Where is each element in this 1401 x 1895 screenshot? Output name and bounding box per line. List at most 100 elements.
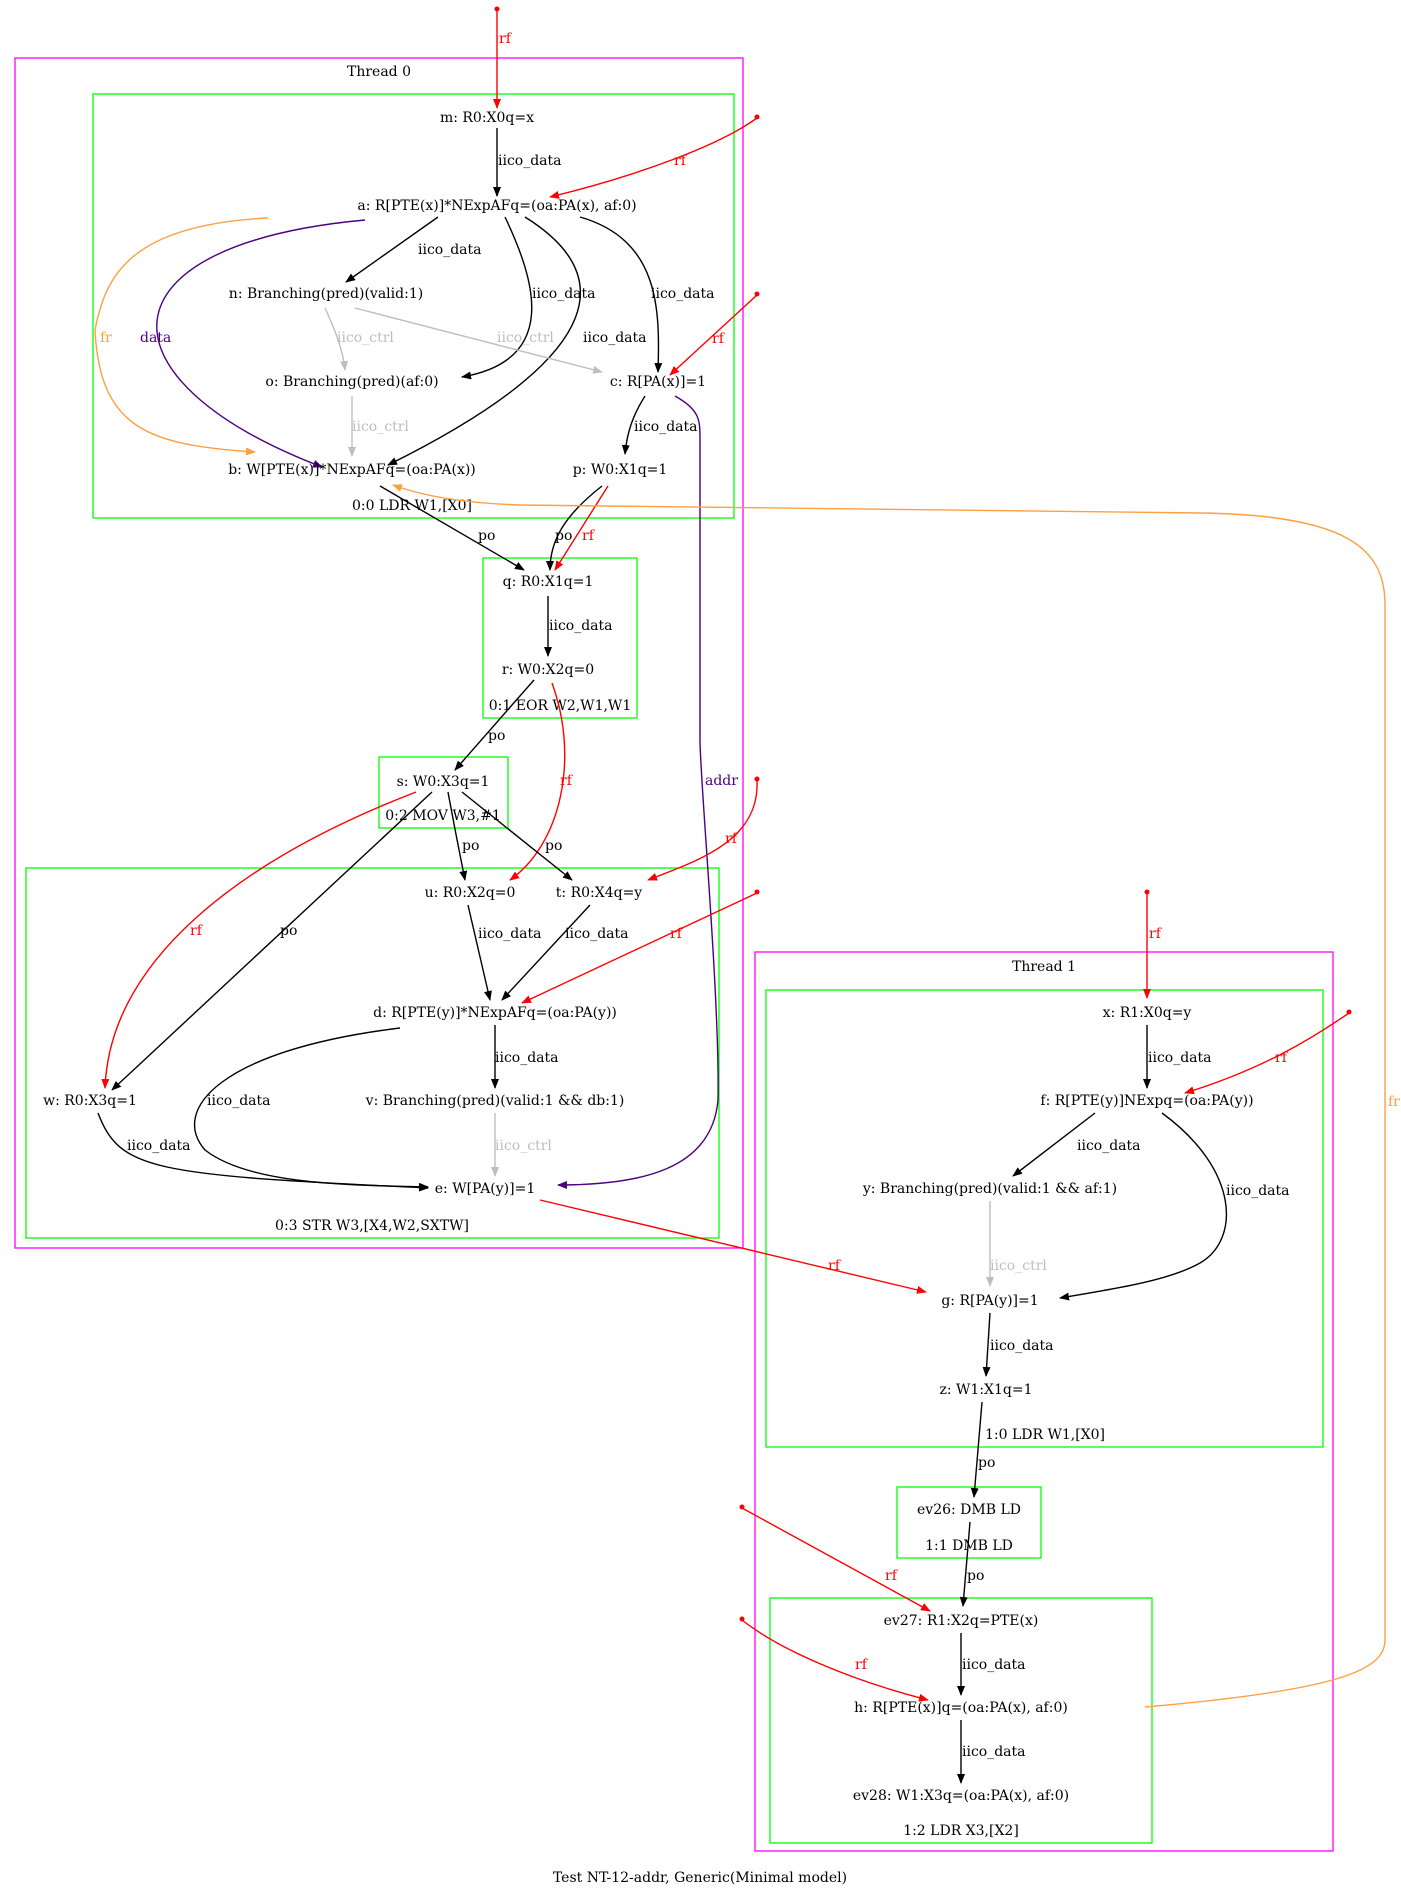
edge-label-iico-data: iico_data [478, 926, 542, 942]
edge-label-rf: rf [582, 528, 596, 544]
edge-label-rf: rf [828, 1258, 842, 1274]
event-node-ev26: ev26: DMB LD [917, 1502, 1021, 1518]
edge-label-iico-data: iico_data [634, 419, 698, 435]
event-node-x: x: R1:X0q=y [1103, 1005, 1192, 1021]
edge-iico-ctrl-n-c [354, 307, 603, 374]
edge-iico-data-u-d [467, 904, 492, 1001]
edge-rf-p-q [554, 485, 609, 571]
edge-label-po: po [488, 728, 505, 744]
edge-label-iico-data: iico_data [498, 153, 562, 169]
edge-addr-c-e [557, 395, 719, 1189]
edge-label-po: po [280, 923, 297, 939]
thread-0-label: Thread 0 [347, 64, 411, 80]
initial-write-dot [739, 1504, 745, 1510]
edge-label-iico-data: iico_data [532, 286, 596, 302]
edge-po-s-u [447, 791, 468, 881]
edge-label-iico-data: iico_data [418, 242, 482, 258]
edge-iico-data-a-o [461, 216, 533, 380]
edge-label-po: po [555, 528, 572, 544]
edge-label-rf: rf [560, 773, 574, 789]
edge-rf-s-w [101, 791, 417, 1089]
edge-rf-init-ev27 [741, 1507, 931, 1612]
event-node-w: w: R0:X3q=1 [43, 1093, 137, 1109]
edge-data-a-b [156, 219, 366, 468]
edge-label-iico-data: iico_data [990, 1338, 1054, 1354]
edge-label-iico-ctrl: iico_ctrl [352, 419, 409, 435]
edge-iico-data-a-n [345, 216, 439, 283]
event-node-c: c: R[PA(x)]=1 [610, 374, 706, 390]
event-node-a: a: R[PTE(x)]*NExpAFq=(oa:PA(x), af:0) [357, 198, 636, 214]
edge-po-ev26-ev27 [959, 1521, 971, 1607]
instruction-cluster-0-2: 0:2 MOV W3,#1 [378, 756, 509, 829]
instruction-label-0-3: 0:3 STR W3,[X4,W2,SXTW] [275, 1218, 469, 1234]
event-node-m: m: R0:X0q=x [440, 110, 534, 126]
edge-rf-init-d [521, 892, 758, 1004]
edge-label-iico-data: iico_data [1077, 1138, 1141, 1154]
initial-write-dot [754, 889, 760, 895]
edge-po-r-s [454, 679, 535, 771]
edge-label-rf: rf [712, 331, 726, 347]
diagram-caption: Test NT-12-addr, Generic(Minimal model) [553, 1870, 847, 1886]
event-node-t: t: R0:X4q=y [556, 885, 643, 901]
edge-label-rf: rf [499, 31, 513, 47]
edge-iico-data-a-c [579, 216, 663, 373]
event-node-f: f: R[PTE(y)]NExpq=(oa:PA(y)) [1040, 1093, 1253, 1109]
instruction-cluster-0-3: 0:3 STR W3,[X4,W2,SXTW] [25, 867, 720, 1239]
instruction-cluster-1-1: 1:1 DMB LD [896, 1486, 1042, 1559]
edge-label-iico-data: iico_data [1148, 1050, 1212, 1066]
instruction-label-0-2: 0:2 MOV W3,#1 [385, 808, 501, 824]
instruction-label-1-1: 1:1 DMB LD [925, 1538, 1013, 1554]
edge-fr-a-b [94, 217, 269, 456]
event-node-z: z: W1:X1q=1 [939, 1382, 1032, 1398]
edge-label-iico-data: iico_data [207, 1093, 271, 1109]
event-node-v: v: Branching(pred)(valid:1 && db:1) [365, 1093, 625, 1109]
edge-label-fr: fr [1388, 1094, 1400, 1110]
initial-write-dot [494, 6, 500, 12]
edge-label-iico-data: iico_data [127, 1138, 191, 1154]
edge-label-rf: rf [1275, 1050, 1289, 1066]
initial-write-dot [1144, 889, 1150, 895]
initial-state-markers [494, 6, 1352, 1622]
initial-write-dot [754, 114, 760, 120]
edge-label-iico-data: iico_data [1226, 1183, 1290, 1199]
edge-po-z-ev26 [970, 1401, 983, 1498]
edge-label-po: po [967, 1568, 984, 1584]
edge-label-iico-ctrl: iico_ctrl [337, 330, 394, 346]
thread-1-cluster: Thread 1 [754, 951, 1334, 1852]
event-node-d: d: R[PTE(y)]*NExpAFq=(oa:PA(y)) [373, 1005, 617, 1021]
edge-iico-data-w-e [97, 1112, 429, 1192]
edge-iico-data-f-g [1059, 1112, 1228, 1301]
instruction-label-0-0: 0:0 LDR W1,[X0] [352, 498, 472, 514]
instruction-cluster-1-0: 1:0 LDR W1,[X0] [765, 989, 1324, 1448]
initial-write-dot [754, 776, 760, 782]
edge-label-po: po [478, 528, 495, 544]
event-node-r: r: W0:X2q=0 [502, 662, 594, 678]
edge-label-po: po [978, 1455, 995, 1471]
edge-label-iico-data: iico_data [962, 1657, 1026, 1673]
instruction-cluster-0-1: 0:1 EOR W2,W1,W1 [482, 557, 638, 719]
instruction-label-1-0: 1:0 LDR W1,[X0] [985, 1427, 1105, 1443]
instruction-label-0-1: 0:1 EOR W2,W1,W1 [489, 698, 631, 714]
edge-po-s-t [461, 791, 573, 881]
edge-iico-data-f-y [1012, 1112, 1096, 1177]
edge-iico-ctrl-n-o [324, 307, 349, 371]
event-node-y: y: Branching(pred)(valid:1 && af:1) [862, 1181, 1117, 1197]
edge-label-rf: rf [674, 153, 688, 169]
instruction-cluster-0-0: 0:0 LDR W1,[X0] [92, 93, 735, 519]
edge-label-data: data [140, 330, 171, 346]
edge-label-rf: rf [725, 831, 739, 847]
edge-label-iico-ctrl: iico_ctrl [497, 330, 554, 346]
edge-rf-init-t [647, 779, 758, 881]
thread-0-cluster: Thread 0 [14, 57, 744, 1249]
edge-label-iico-data: iico_data [651, 286, 715, 302]
event-node-u: u: R0:X2q=0 [425, 885, 516, 901]
edge-label-iico-ctrl: iico_ctrl [990, 1258, 1047, 1274]
event-node-s: s: W0:X3q=1 [397, 774, 490, 790]
edge-rf-init-a [549, 117, 758, 199]
edge-rf-init-h [741, 1619, 929, 1702]
edge-label-iico-ctrl: iico_ctrl [495, 1138, 552, 1154]
event-node-ev28: ev28: W1:X3q=(oa:PA(x), af:0) [853, 1788, 1069, 1804]
edge-label-po: po [462, 838, 479, 854]
event-node-g: g: R[PA(y)]=1 [941, 1293, 1038, 1309]
initial-write-dot [754, 291, 760, 297]
